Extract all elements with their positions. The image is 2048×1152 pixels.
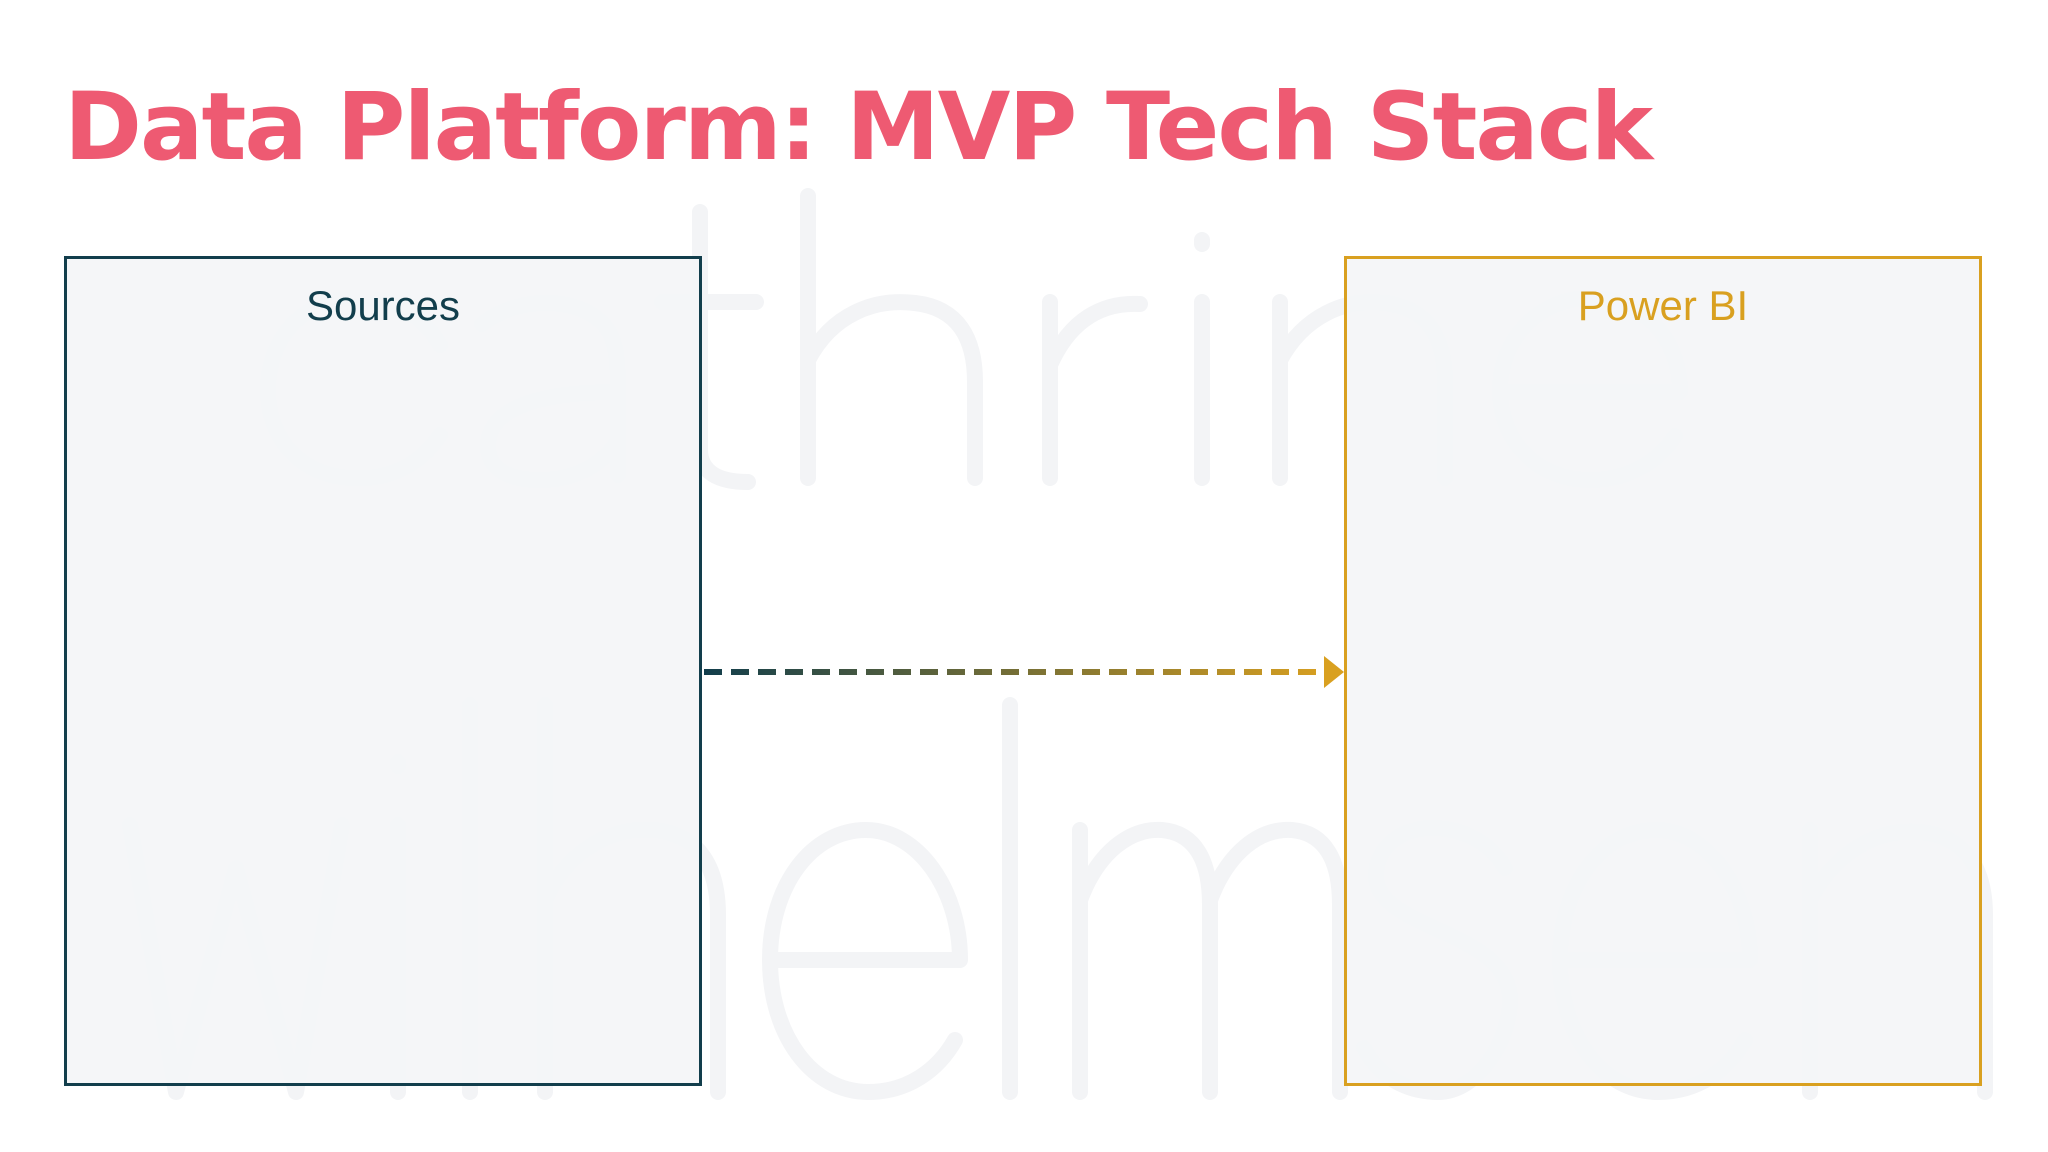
sources-box: Sources	[64, 256, 702, 1086]
sources-label: Sources	[305, 282, 461, 329]
arrowhead-icon	[1324, 656, 1344, 688]
power-bi-box: Power BI	[1344, 256, 1982, 1086]
power-bi-label: Power BI	[1577, 282, 1749, 329]
slide-title: Data Platform: MVP Tech Stack	[64, 73, 1653, 182]
